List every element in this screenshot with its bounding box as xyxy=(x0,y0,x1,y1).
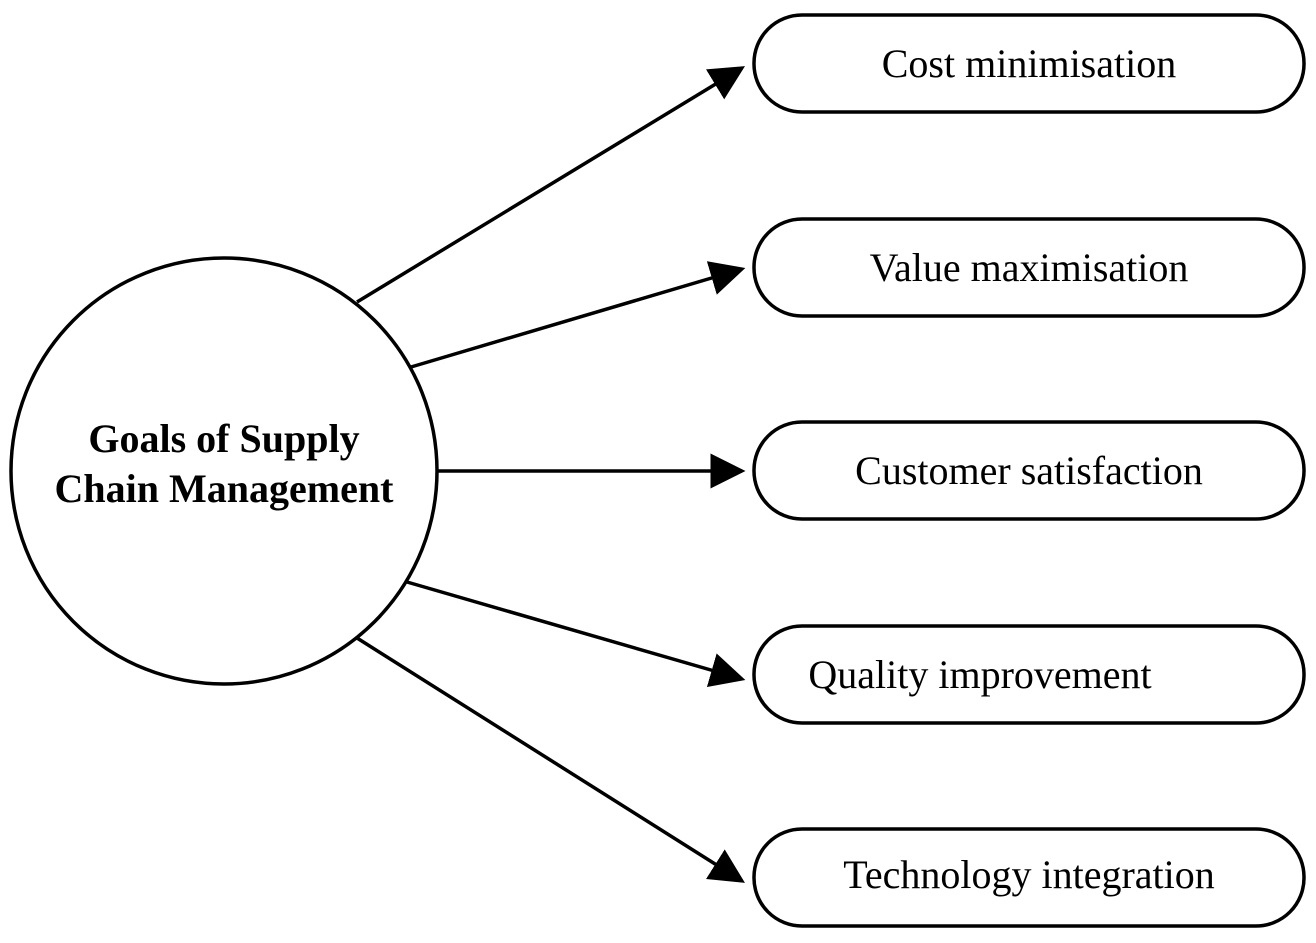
goal-label-quality-improvement: Quality improvement xyxy=(808,652,1151,697)
goal-node-cost-minimisation: Cost minimisation xyxy=(752,13,1306,114)
goal-label-technology-integration: Technology integration xyxy=(843,852,1215,897)
center-title-line2: Chain Management xyxy=(55,466,395,511)
arrow-value-maximisation xyxy=(410,261,746,369)
goal-box xyxy=(752,420,1306,521)
goal-node-customer-satisfaction: Customer satisfaction xyxy=(752,420,1306,521)
goal-label-customer-satisfaction: Customer satisfaction xyxy=(855,448,1203,493)
arrow-cost-minimisation xyxy=(356,66,745,304)
goal-box xyxy=(752,624,1306,725)
goal-node-value-maximisation: Value maximisation xyxy=(752,217,1306,318)
goal-label-value-maximisation: Value maximisation xyxy=(870,245,1189,290)
arrow-technology-integration xyxy=(356,636,745,883)
goal-node-technology-integration: Technology integration xyxy=(752,827,1306,928)
goal-box xyxy=(752,217,1306,318)
goal-box xyxy=(752,827,1306,928)
goal-box xyxy=(752,13,1306,114)
arrows xyxy=(356,66,746,883)
arrow-quality-improvement xyxy=(406,580,746,688)
goal-node-quality-improvement: Quality improvement xyxy=(752,624,1306,725)
center-node: Goals of Supply Chain Management xyxy=(9,256,439,686)
center-title-line1: Goals of Supply xyxy=(88,416,359,461)
goal-label-cost-minimisation: Cost minimisation xyxy=(882,41,1176,86)
